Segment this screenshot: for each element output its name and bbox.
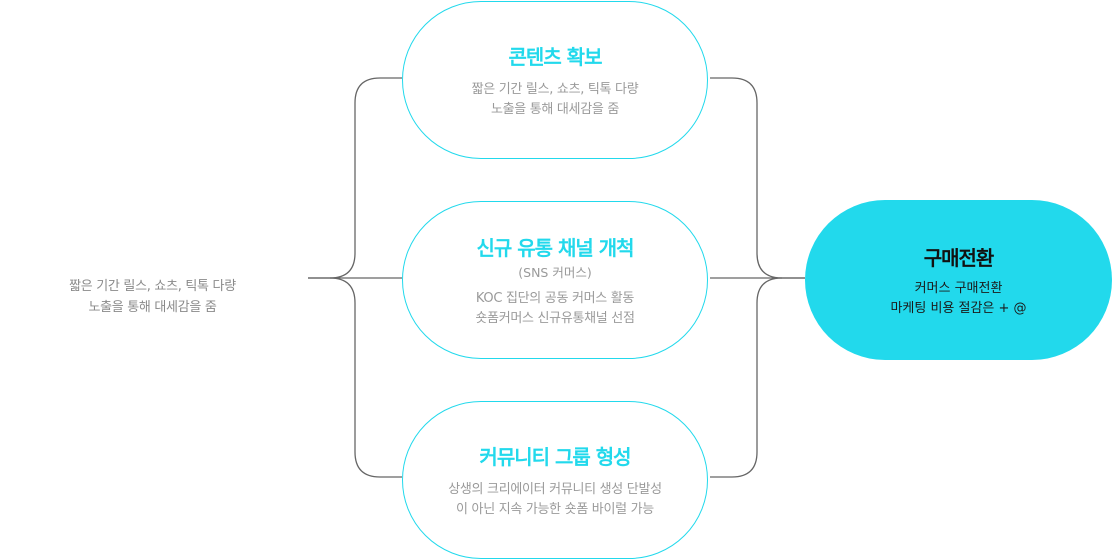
node-description: 상생의 크리에이터 커뮤니티 생성 단발성 이 아닌 지속 가능한 숏폼 바이럴… <box>448 480 662 520</box>
node-new-channel: 신규 유통 채널 개척 (SNS 커머스) KOC 집단의 공동 커머스 활동 … <box>402 201 708 359</box>
connector-goal-top <box>710 77 805 279</box>
node-title: 콘텐츠 확보 <box>508 44 603 69</box>
connector-source-top <box>308 77 402 279</box>
node-line: KOC 집단의 공동 커머스 활동 <box>475 290 635 306</box>
node-line: 짧은 기간 릴스, 쇼츠, 틱톡 다량 <box>471 81 639 97</box>
node-line: 노출을 통해 대세감을 줌 <box>490 101 620 117</box>
node-community: 커뮤니티 그룹 형성 상생의 크리에이터 커뮤니티 생성 단발성 이 아닌 지속… <box>402 401 708 559</box>
source-description: 짧은 기간 릴스, 쇼츠, 틱톡 다량 노출을 통해 대세감을 줌 <box>40 276 265 318</box>
node-description: 짧은 기간 릴스, 쇼츠, 틱톡 다량 노출을 통해 대세감을 줌 <box>472 80 639 120</box>
goal-title: 구매전환 <box>923 245 995 270</box>
node-line: 숏폼커머스 신규유통채널 선점 <box>475 310 635 326</box>
node-content-acquisition: 콘텐츠 확보 짧은 기간 릴스, 쇼츠, 틱톡 다량 노출을 통해 대세감을 줌 <box>402 1 708 159</box>
node-title: 신규 유통 채널 개척 <box>476 235 634 260</box>
node-title: 커뮤니티 그룹 형성 <box>479 444 631 469</box>
node-purchase-conversion: 구매전환 커머스 구매전환 마케팅 비용 절감은 + @ <box>805 200 1112 360</box>
goal-description: 커머스 구매전환 마케팅 비용 절감은 + @ <box>890 279 1026 319</box>
source-line: 짧은 기간 릴스, 쇼츠, 틱톡 다량 <box>69 279 236 294</box>
goal-line: 커머스 구매전환 <box>914 280 1003 296</box>
node-subtitle: (SNS 커머스) <box>518 264 592 280</box>
goal-line: 마케팅 비용 절감은 + @ <box>890 300 1027 316</box>
node-line: 이 아닌 지속 가능한 숏폼 바이럴 가능 <box>456 501 654 517</box>
node-line: 상생의 크리에이터 커뮤니티 생성 단발성 <box>448 481 662 497</box>
source-line: 노출을 통해 대세감을 줌 <box>88 300 217 315</box>
connector-goal-bottom <box>710 277 783 478</box>
node-description: KOC 집단의 공동 커머스 활동 숏폼커머스 신규유통채널 선점 <box>475 289 635 329</box>
connector-source-bottom <box>329 277 402 478</box>
